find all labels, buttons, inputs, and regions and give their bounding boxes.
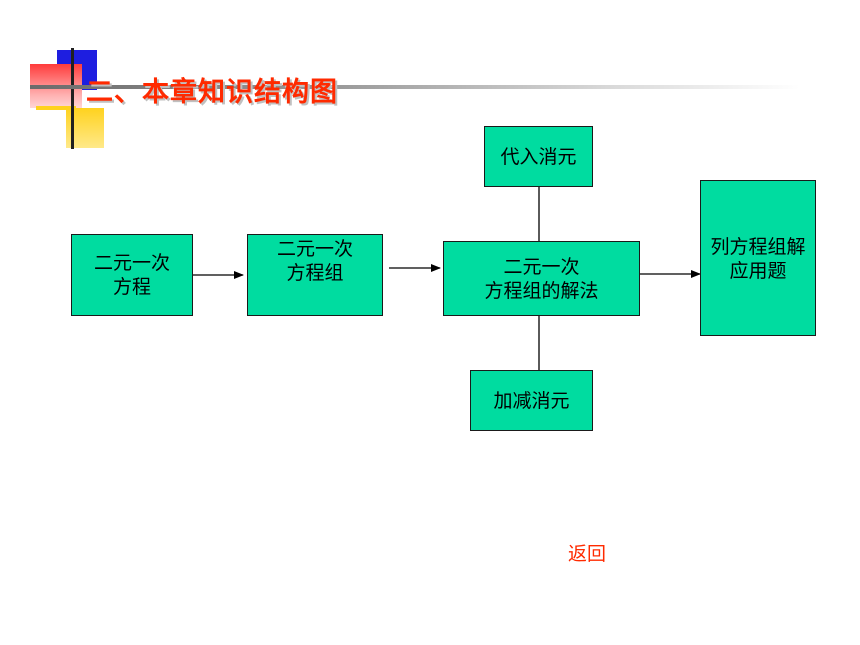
node-solution-methods: 二元一次 方程组的解法 xyxy=(443,241,640,316)
node-linear-equation-line2: 方程 xyxy=(112,276,151,298)
node-addition-elimination-label: 加减消元 xyxy=(493,389,570,412)
slide-title: 二、本章知识结构图 xyxy=(86,77,338,108)
node-equation-system-line1: 二元一次 xyxy=(276,238,353,260)
title-underline xyxy=(30,85,800,89)
node-linear-equation: 二元一次 方程 xyxy=(71,234,193,316)
node-addition-elimination: 加减消元 xyxy=(470,370,593,431)
node-applications: 列方程组解 应用题 xyxy=(700,180,816,336)
node-linear-equation-line1: 二元一次 xyxy=(93,252,170,274)
decor-vertical-line xyxy=(71,48,74,149)
node-solution-methods-line1: 二元一次 xyxy=(503,255,580,278)
node-applications-line2: 应用题 xyxy=(729,260,787,282)
node-equation-system: 二元一次 方程组 xyxy=(247,234,383,316)
back-link[interactable]: 返回 xyxy=(568,543,607,565)
decor-yellow-bar xyxy=(36,106,76,110)
node-applications-line1: 列方程组解 xyxy=(710,236,806,258)
node-substitution-label: 代入消元 xyxy=(500,145,577,168)
node-equation-system-line2: 方程组 xyxy=(286,262,344,284)
node-solution-methods-line2: 方程组的解法 xyxy=(484,279,599,302)
node-substitution: 代入消元 xyxy=(484,126,593,187)
